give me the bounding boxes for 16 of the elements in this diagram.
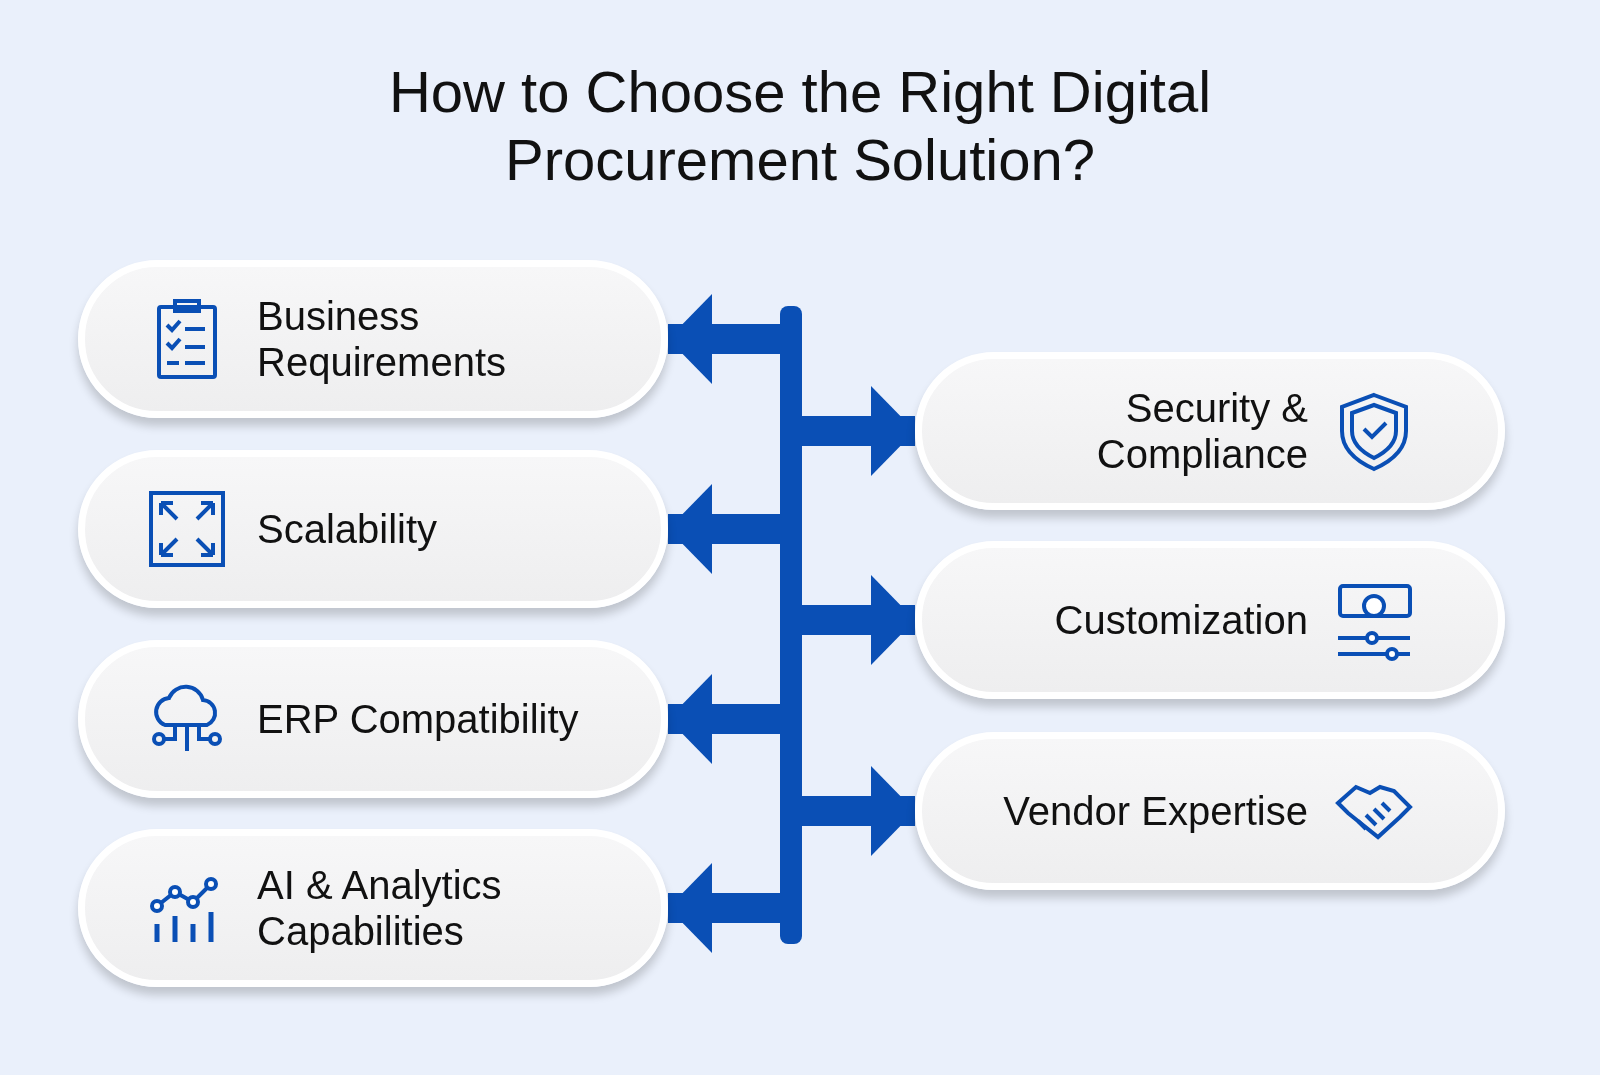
arrow (802, 575, 915, 665)
pill-label: Vendor Expertise (1002, 788, 1308, 834)
pill-label: Customization (1053, 597, 1308, 643)
pill-label: Scalability (257, 506, 439, 552)
pill-label: AI & Analytics Capabilities (257, 862, 503, 954)
pill-label: Business Requirements (257, 293, 507, 385)
arrow (668, 294, 780, 384)
arrow (802, 766, 915, 856)
arrow (668, 674, 780, 764)
title: How to Choose the Right Digital Procurement Solution? (387, 58, 1213, 194)
arrow (668, 484, 780, 574)
pill-label: Security & Compliance (1095, 385, 1308, 477)
vertical-bar (780, 306, 802, 944)
arrow (802, 386, 915, 476)
arrow (668, 863, 780, 953)
pill-label: ERP Compatibility (257, 696, 580, 742)
